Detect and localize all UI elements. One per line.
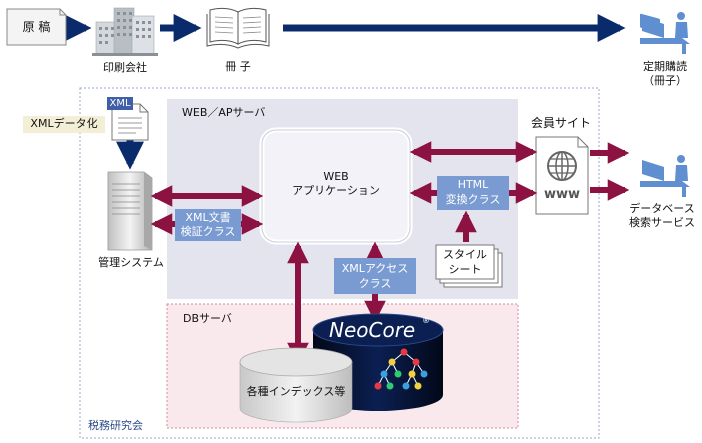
xml-doc-class-label-line2: 検証クラス	[180, 225, 236, 238]
subscription-label-line1: 定期購読	[643, 60, 687, 73]
webapp-label-line2: アプリケーション	[292, 184, 380, 197]
book-icon	[206, 7, 270, 49]
webapp-label-line1: WEB	[323, 170, 349, 183]
xml-access-class-box	[334, 258, 416, 294]
db-service-label-line1: データベース	[629, 202, 695, 215]
xml-document-icon	[107, 97, 149, 141]
xml-badge-label: XML	[109, 98, 131, 109]
xml-access-class-label-line2: クラス	[358, 277, 392, 290]
neocore-logo-text: NeoCore	[329, 318, 416, 342]
stylesheet-label-line1: スタイル	[443, 248, 487, 261]
xml-doc-validation-class-box	[175, 209, 241, 241]
management-system-label: 管理システム	[98, 256, 164, 269]
tax-institute-boundary	[79, 87, 600, 439]
tax-institute-label: 税務研究会	[88, 419, 143, 432]
manuscript-box	[6, 8, 67, 46]
stylesheet-document-icon	[435, 244, 503, 288]
manuscript-label: 原 稿	[22, 20, 51, 34]
stylesheet-label-line2: シート	[448, 263, 482, 276]
web-ap-server-label: WEB／APサーバ	[182, 106, 266, 119]
html-class-label-line1: HTML	[457, 178, 489, 191]
xml-doc-class-label-line1: XML文書	[185, 211, 231, 224]
html-class-label-line2: 変換クラス	[445, 193, 501, 206]
xml-conversion-label-bg	[23, 116, 105, 133]
db-service-label-line2: 検索サービス	[629, 216, 695, 229]
index-database-cylinder	[239, 347, 353, 423]
html-conversion-class-box	[437, 176, 509, 210]
printing-company-label: 印刷会社	[103, 61, 147, 74]
db-server-label: DBサーバ	[183, 312, 232, 325]
printing-company-building	[92, 7, 158, 56]
neocore-registered-mark: ®	[422, 316, 430, 325]
management-server-icon	[107, 171, 153, 251]
database-service-person-icon	[640, 155, 690, 197]
booklet-label: 冊 子	[225, 60, 251, 73]
www-label: www	[543, 187, 581, 202]
member-site-label: 会員サイト	[531, 116, 592, 130]
xml-conversion-label: XMLデータ化	[30, 117, 98, 130]
xml-access-class-label-line1: XMLアクセス	[341, 262, 409, 275]
member-site-document-icon	[535, 136, 589, 215]
subscriber-person-icon	[640, 12, 690, 54]
subscription-label-line2: （冊子）	[643, 74, 687, 87]
index-db-label: 各種インデックス等	[246, 385, 346, 398]
